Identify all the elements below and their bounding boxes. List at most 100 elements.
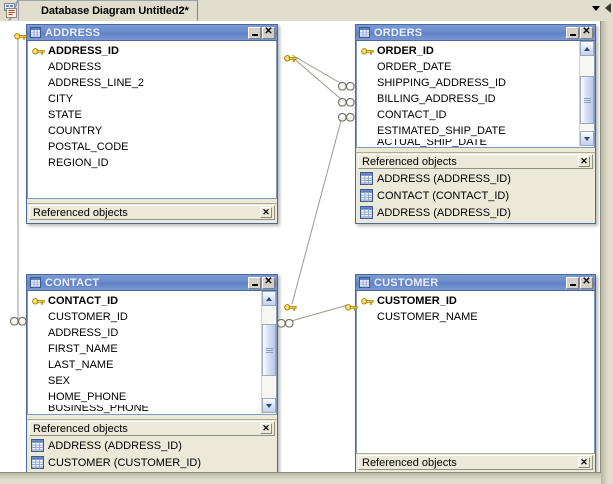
column-name: SHIPPING_ADDRESS_ID [377,77,506,89]
chevron-down-icon[interactable] [592,5,600,11]
minimize-button[interactable] [566,26,579,39]
column-row[interactable]: ADDRESS_LINE_2 [28,75,276,91]
referenced-objects-header[interactable]: Referenced objects ✕ [29,421,275,436]
tab-scroll-controls[interactable] [592,3,611,13]
referenced-object-item[interactable]: CUSTOMER (CUSTOMER_ID) [31,454,277,471]
column-name: CUSTOMER_NAME [377,311,478,323]
column-row[interactable]: ORDER_ID [357,43,578,59]
column-row[interactable]: CUSTOMER_ID [28,309,260,325]
column-list-area-customer[interactable]: CUSTOMER_ID CUSTOMER_NAME [356,291,595,454]
relationship-fk-chain-link-icon [10,317,27,329]
minimize-button[interactable] [566,276,579,289]
scroll-up-button[interactable] [262,291,276,306]
close-button[interactable]: ✕ [262,276,275,289]
column-row[interactable]: BUSINESS_PHONE [28,405,260,414]
key-icon [32,296,48,307]
scroll-up-button[interactable] [580,41,594,56]
column-row[interactable]: REGION_ID [28,155,276,171]
column-row[interactable]: ESTIMATED_SHIP_DATE [357,123,578,139]
scroll-down-button[interactable] [262,398,276,413]
relationship-line-orders-billing-address[interactable] [291,56,343,101]
minimize-button[interactable] [248,26,261,39]
arrow-left-icon[interactable] [605,3,611,13]
referenced-objects-label: Referenced objects [33,422,128,435]
referenced-object-item[interactable]: CONTACT (CONTACT_ID) [360,187,595,204]
column-name: BUSINESS_PHONE [48,405,149,414]
column-name: HOME_PHONE [48,391,127,403]
column-name: CITY [48,93,74,105]
scroll-down-button[interactable] [580,131,594,146]
panel-close-icon[interactable]: ✕ [578,457,590,468]
referenced-objects-panel-orders: Referenced objects✕ADDRESS (ADDRESS_ID)C… [356,152,595,223]
referenced-objects-header[interactable]: Referenced objects✕ [29,205,275,220]
column-name: ADDRESS_ID [48,45,119,57]
table-icon [359,27,370,38]
column-row[interactable]: CITY [28,91,276,107]
column-row[interactable]: HOME_PHONE [28,389,260,405]
column-row[interactable]: FIRST_NAME [28,341,260,357]
column-name: STATE [48,109,82,121]
scrollbar-thumb[interactable] [580,76,594,124]
column-row[interactable]: SEX [28,373,260,389]
tab-label: Database Diagram Untitled2* [41,4,189,17]
column-row[interactable]: ADDRESS_ID [28,43,276,59]
column-row[interactable]: ORDER_DATE [357,59,578,75]
tab-database-diagram[interactable]: Database Diagram Untitled2* [18,0,198,21]
column-row[interactable]: SHIPPING_ADDRESS_ID [357,75,578,91]
column-name: CUSTOMER_ID [377,295,457,307]
column-row[interactable]: ADDRESS [28,59,276,75]
column-row[interactable]: POSTAL_CODE [28,139,276,155]
referenced-object-label: CUSTOMER (CUSTOMER_ID) [48,456,201,469]
vertical-scrollbar[interactable] [261,291,276,413]
scrollbar-track[interactable] [580,56,594,131]
panel-close-icon[interactable]: ✕ [578,156,590,167]
column-row[interactable]: ADDRESS_ID [28,325,260,341]
close-button[interactable]: ✕ [580,276,593,289]
referenced-objects-header[interactable]: Referenced objects✕ [358,455,593,470]
panel-close-icon[interactable]: ✕ [260,423,272,434]
column-row[interactable]: COUNTRY [28,123,276,139]
column-row[interactable]: BILLING_ADDRESS_ID [357,91,578,107]
relationship-line-contact-customer[interactable] [283,304,349,324]
close-button[interactable]: ✕ [580,26,593,39]
column-name: POSTAL_CODE [48,141,129,153]
column-row[interactable]: CUSTOMER_NAME [357,309,594,325]
referenced-object-item[interactable]: ADDRESS (ADDRESS_ID) [360,170,595,187]
close-button[interactable]: ✕ [262,26,275,39]
referenced-objects-header[interactable]: Referenced objects✕ [358,154,593,169]
column-row[interactable]: LAST_NAME [28,357,260,373]
table-title-bar-address[interactable]: ADDRESS✕ [27,25,277,41]
scrollbar-thumb[interactable] [262,324,276,376]
referenced-object-label: ADDRESS (ADDRESS_ID) [377,206,511,219]
column-row[interactable]: CONTACT_ID [28,293,260,309]
table-name-label: CUSTOMER [374,276,439,289]
referenced-object-item[interactable]: ADDRESS (ADDRESS_ID) [31,437,277,454]
vertical-scrollbar[interactable] [579,41,594,146]
column-row[interactable]: CUSTOMER_ID [357,293,594,309]
column-row[interactable]: STATE [28,107,276,123]
minimize-button[interactable] [248,276,261,289]
table-title-bar-orders[interactable]: ORDERS✕ [356,25,595,41]
relationship-line-orders-shipping-address[interactable] [291,54,343,85]
referenced-objects-list [27,220,277,223]
relationship-line-orders-contact[interactable] [291,116,343,305]
table-title-bar-customer[interactable]: CUSTOMER ✕ [356,275,595,291]
panel-close-icon[interactable]: ✕ [260,207,272,218]
column-row[interactable]: ACTUAL_SHIP_DATE [357,139,578,147]
referenced-object-item[interactable]: ADDRESS (ADDRESS_ID) [360,204,595,221]
canvas-right-shadow [601,21,613,484]
table-icon [359,277,370,288]
column-row[interactable]: CONTACT_ID [357,107,578,123]
table-title-bar-contact[interactable]: CONTACT✕ [27,275,277,291]
table-window-customer[interactable]: CUSTOMER ✕ CUSTOMER_ID CUSTOMER_NAME Referen… [355,274,596,472]
scrollbar-track[interactable] [262,306,276,398]
